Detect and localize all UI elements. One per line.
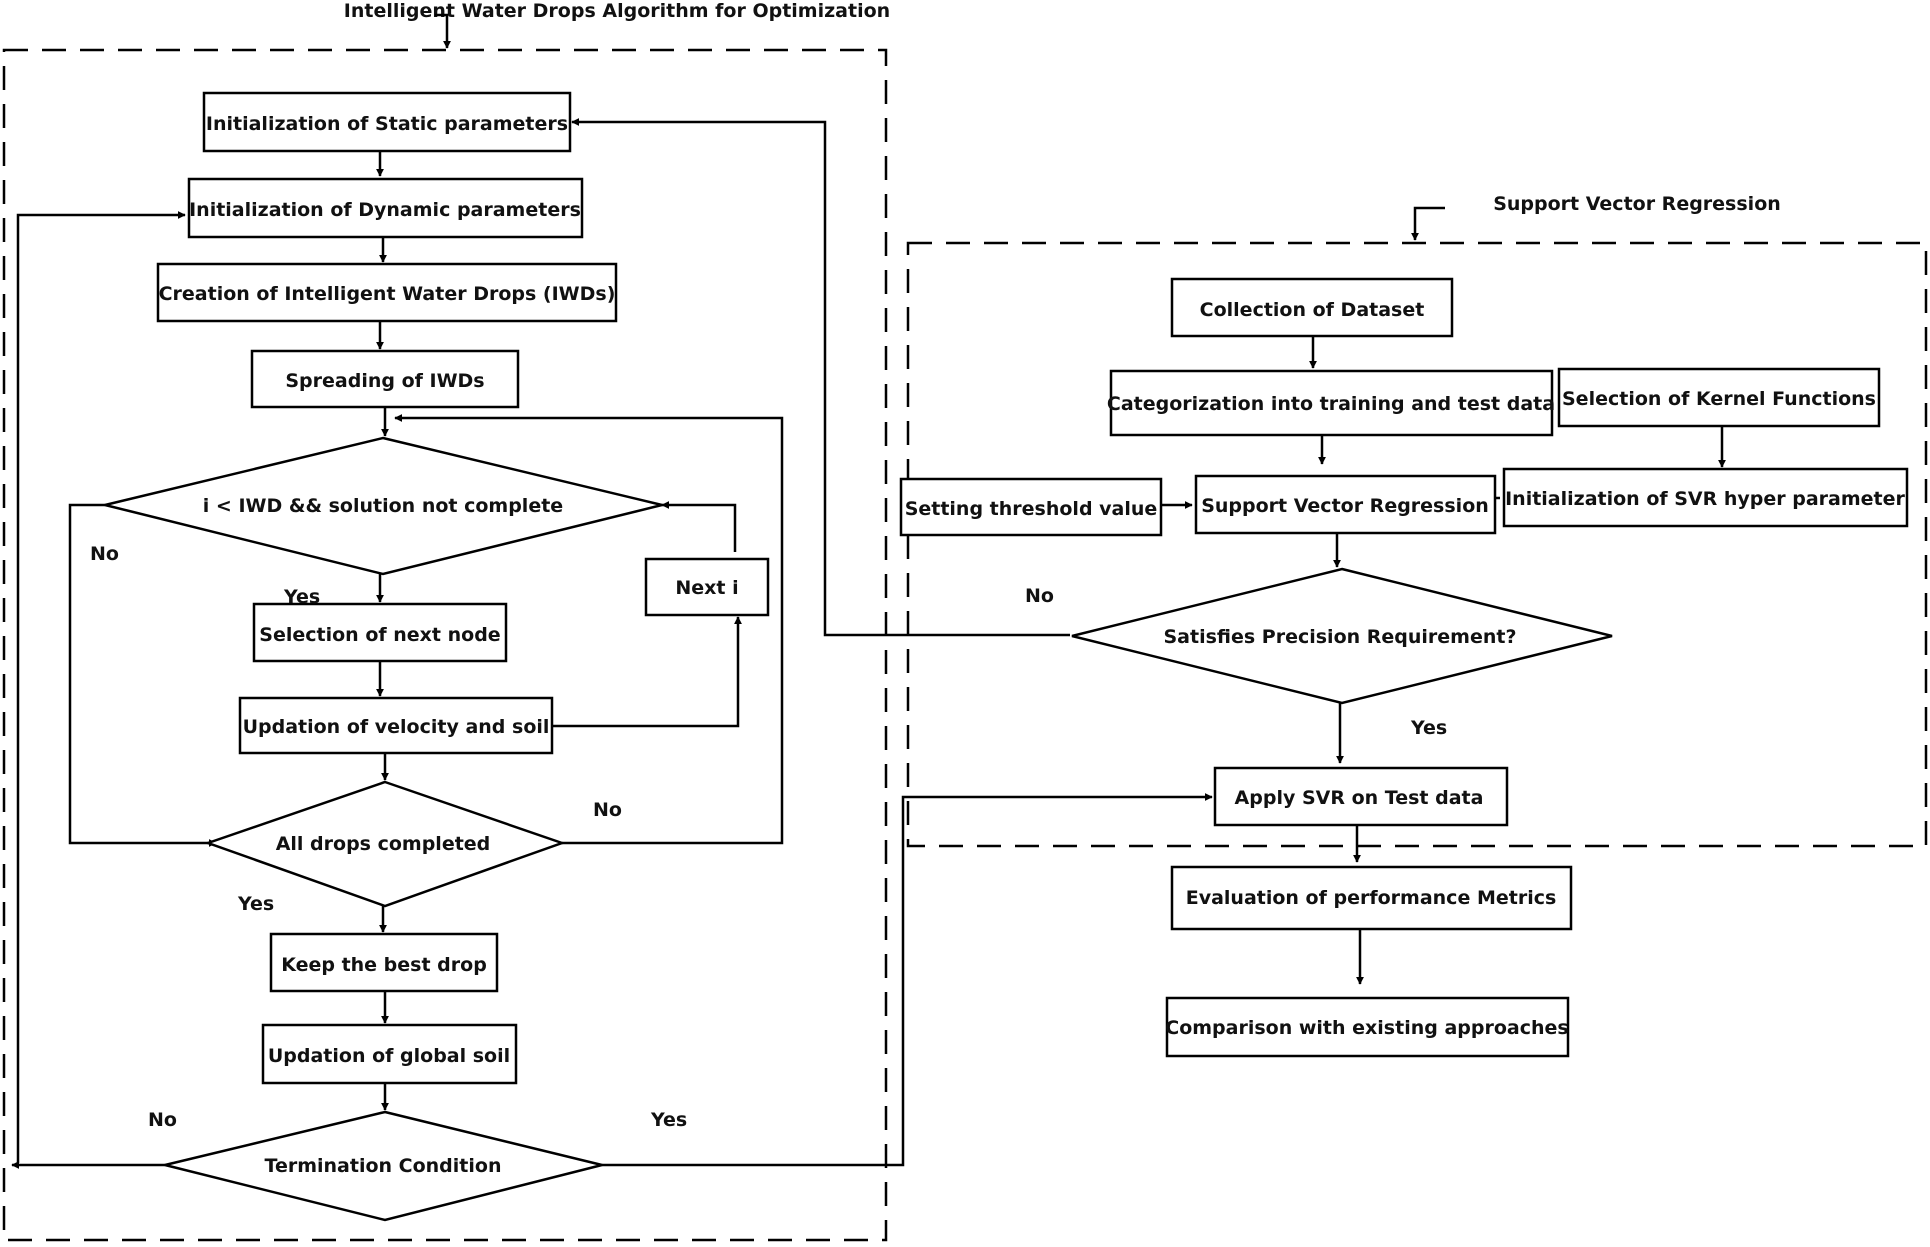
- edge-next-to-loop: [661, 501, 737, 552]
- svg-text:All drops completed: All drops completed: [276, 833, 491, 855]
- iwd-title: Intelligent Water Drops Algorithm for Op…: [344, 0, 890, 22]
- node-evaluation: Evaluation of performance Metrics: [1170, 865, 1573, 931]
- svg-text:Keep the best drop: Keep the best drop: [281, 954, 487, 976]
- edge-alldrops-no-to-loop: [394, 414, 784, 845]
- svg-text:Updation of global soil: Updation of global soil: [268, 1045, 510, 1067]
- svr-group-boundary: [906, 241, 1928, 848]
- node-threshold: Setting threshold value: [899, 477, 1163, 537]
- label-loop-no: No: [90, 543, 119, 565]
- svg-text:Termination Condition: Termination Condition: [265, 1155, 502, 1177]
- svr-title: Support Vector Regression: [1493, 193, 1781, 215]
- node-comparison: Comparison with existing approaches: [1165, 996, 1570, 1058]
- label-precision-no: No: [1025, 585, 1054, 607]
- label-termination-no: No: [148, 1109, 177, 1131]
- node-global-soil: Updation of global soil: [261, 1023, 518, 1085]
- label-precision-yes: Yes: [1410, 717, 1447, 739]
- svg-text:Selection of next node: Selection of next node: [259, 624, 500, 646]
- label-loop-yes: Yes: [283, 586, 320, 608]
- node-categorization: Categorization into training and test da…: [1107, 369, 1555, 437]
- node-precision: Satisfies Precision Requirement?: [1071, 567, 1613, 705]
- node-svr-hyperparameter: Initialization of SVR hyper parameter: [1502, 467, 1909, 528]
- node-select-next: Selection of next node: [252, 602, 508, 663]
- svg-text:Selection of Kernel Functions: Selection of Kernel Functions: [1562, 388, 1876, 410]
- label-alldrops-yes: Yes: [237, 893, 274, 915]
- node-apply-svr: Apply SVR on Test data: [1213, 766, 1509, 827]
- svg-text:Updation of velocity and soil: Updation of velocity and soil: [243, 716, 550, 738]
- svg-text:Creation of Intelligent Water: Creation of Intelligent Water Drops (IWD…: [159, 283, 616, 305]
- svr-title-pointer: [1411, 206, 1445, 241]
- node-kernel-functions: Selection of Kernel Functions: [1557, 367, 1881, 428]
- svg-text:Satisfies Precision Requiremen: Satisfies Precision Requirement?: [1163, 626, 1516, 648]
- node-termination: Termination Condition: [164, 1110, 603, 1222]
- node-loop-condition: i < IWD && solution not complete: [104, 436, 663, 576]
- svg-text:Evaluation of performance Metr: Evaluation of performance Metrics: [1186, 887, 1557, 909]
- node-collection-dataset: Collection of Dataset: [1170, 277, 1454, 338]
- edge-feedback-to-dynamic: [16, 211, 186, 1163]
- node-creation-iwds: Creation of Intelligent Water Drops (IWD…: [156, 262, 618, 323]
- node-all-drops: All drops completed: [204, 780, 566, 908]
- svg-text:Initialization of Static param: Initialization of Static parameters: [206, 113, 568, 135]
- svg-text:Setting threshold value: Setting threshold value: [905, 498, 1158, 520]
- node-svr: Support Vector Regression: [1194, 474, 1497, 535]
- iwd-group-boundary: [2, 48, 888, 1242]
- node-keep-best: Keep the best drop: [269, 932, 499, 993]
- label-termination-yes: Yes: [650, 1109, 687, 1131]
- svg-text:Next i: Next i: [675, 577, 738, 599]
- edge-precision-no-to-static: [571, 118, 1070, 637]
- svg-text:Support Vector Regression: Support Vector Regression: [1201, 495, 1489, 517]
- svg-text:Comparison with existing appro: Comparison with existing approaches: [1165, 1017, 1568, 1039]
- svg-text:Initialization of SVR hyper pa: Initialization of SVR hyper parameter: [1505, 488, 1905, 510]
- node-spreading-iwds: Spreading of IWDs: [250, 349, 520, 409]
- node-static-params: Initialization of Static parameters: [202, 91, 572, 153]
- edge-termination-yes-to-apply: [602, 793, 1213, 1167]
- svg-text:i < IWD && solution not comple: i < IWD && solution not complete: [203, 495, 563, 517]
- svg-text:Collection of Dataset: Collection of Dataset: [1200, 299, 1425, 321]
- node-next-i: Next i: [644, 557, 770, 617]
- svg-text:Initialization of Dynamic para: Initialization of Dynamic parameters: [189, 199, 581, 221]
- svg-text:Categorization into training a: Categorization into training and test da…: [1107, 393, 1555, 415]
- node-dynamic-params: Initialization of Dynamic parameters: [187, 177, 584, 239]
- svg-text:Spreading of IWDs: Spreading of IWDs: [285, 370, 484, 392]
- iwd-title-pointer: [435, 13, 451, 49]
- edge-update-to-next: [553, 616, 742, 728]
- svg-text:Apply SVR on Test data: Apply SVR on Test data: [1235, 787, 1484, 809]
- node-update-velocity-soil: Updation of velocity and soil: [238, 696, 554, 755]
- edge-loop-no-to-alldrops: [68, 503, 217, 847]
- label-alldrops-no: No: [593, 799, 622, 821]
